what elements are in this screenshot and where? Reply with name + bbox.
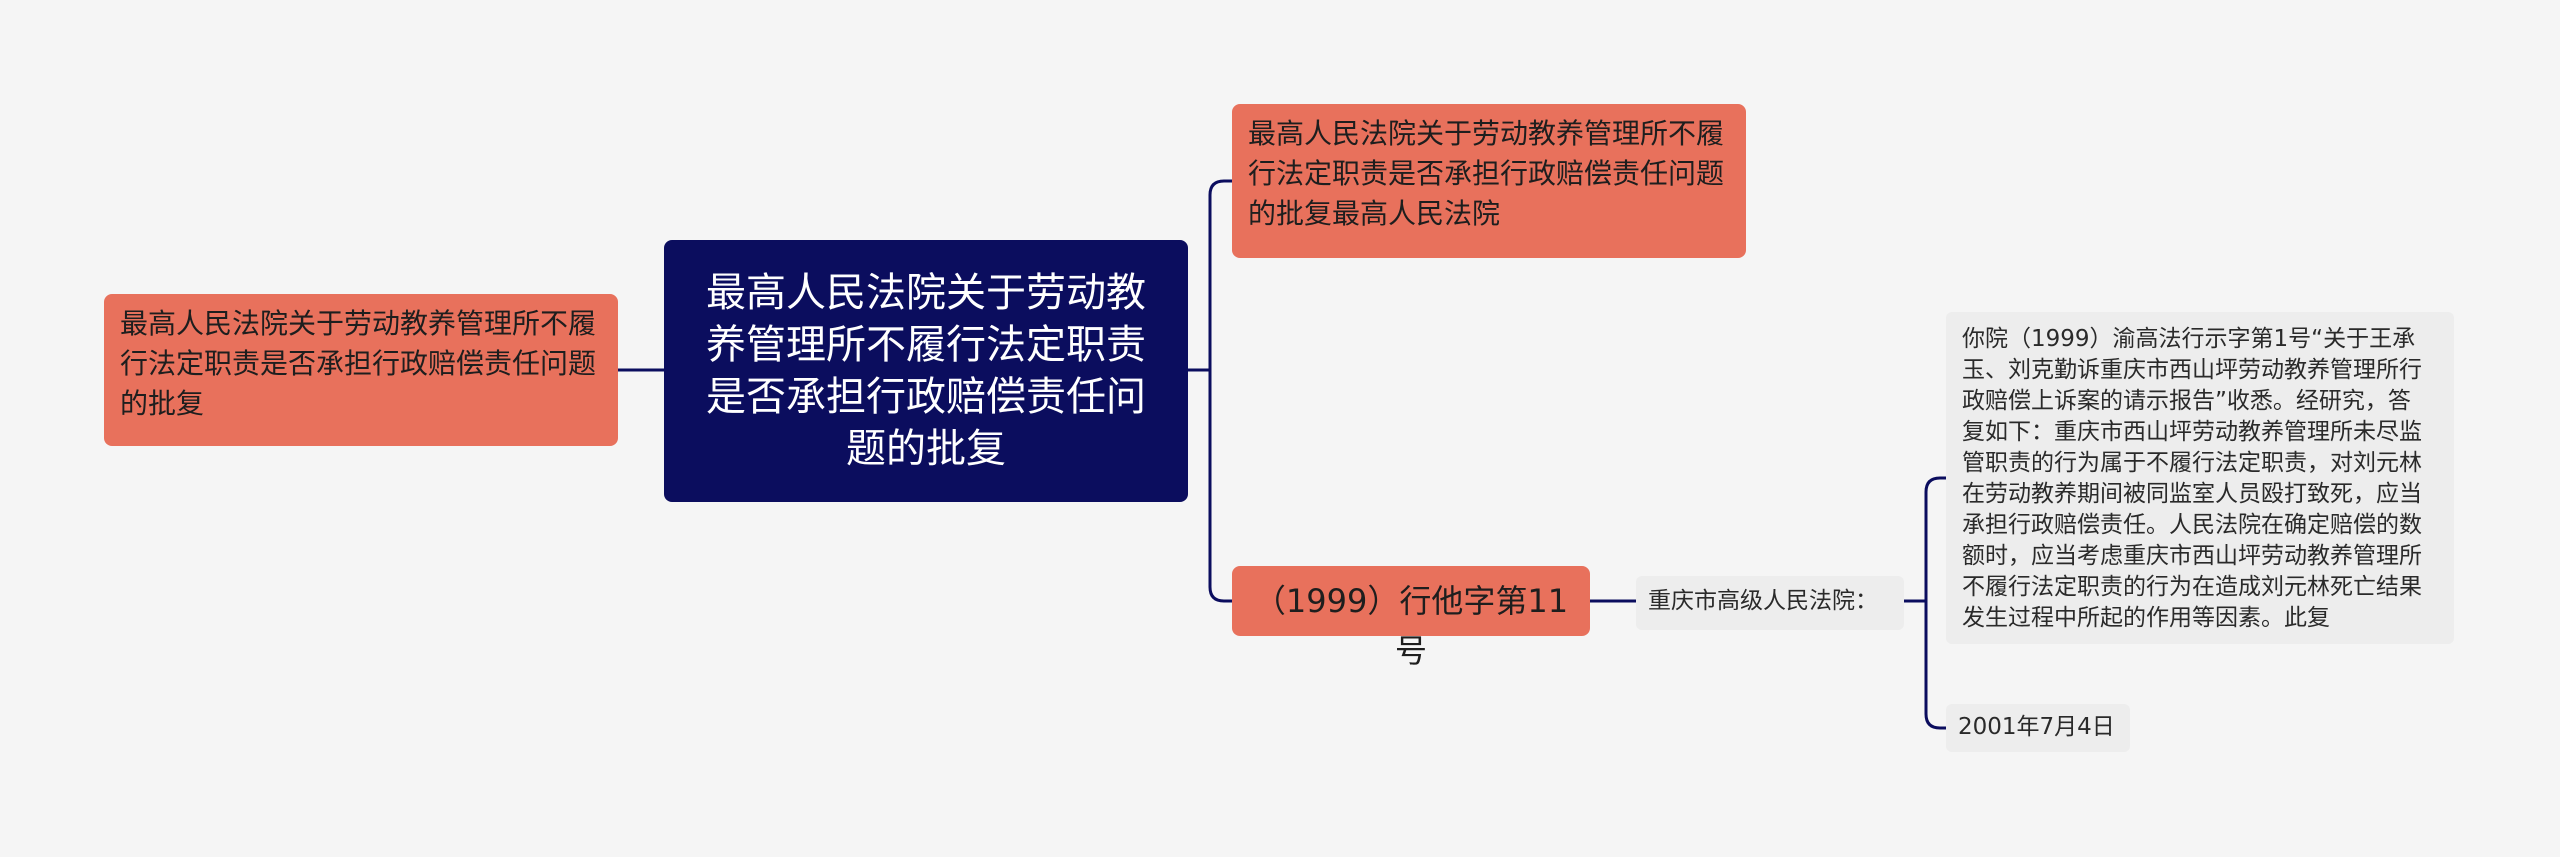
left-topic[interactable]: 最高人民法院关于劳动教养管理所不履行法定职责是否承担行政赔偿责任问题的批复	[104, 294, 618, 446]
connector-court-date	[1924, 599, 1948, 730]
subtopic-date[interactable]: 2001年7月4日	[1946, 704, 2130, 752]
root-topic[interactable]: 最高人民法院关于劳动教养管理所不履行法定职责是否承担行政赔偿责任问题的批复	[664, 240, 1188, 502]
subtopic-reply-body[interactable]: 你院（1999）渝高法行示字第1号“关于王承 玉、刘克勤诉重庆市西山坪劳动教养管…	[1946, 312, 2454, 644]
left-topic-label: 最高人民法院关于劳动教养管理所不履行法定职责是否承担行政赔偿责任问题的批复	[120, 307, 597, 420]
right-topic-court[interactable]: 最高人民法院关于劳动教养管理所不履行法定职责是否承担行政赔偿责任问题的批复最高人…	[1232, 104, 1746, 258]
right-topic-case-number-label: （1999）行他字第11号	[1253, 582, 1569, 670]
subtopic-date-label: 2001年7月4日	[1958, 714, 2115, 740]
connector-court-body	[1924, 476, 1948, 603]
subtopic-addressee[interactable]: 重庆市高级人民法院：	[1636, 576, 1904, 630]
subtopic-addressee-label: 重庆市高级人民法院：	[1648, 588, 1878, 614]
connector-trunk-top	[1208, 179, 1234, 372]
root-topic-label: 最高人民法院关于劳动教养管理所不履行法定职责是否承担行政赔偿责任问题的批复	[706, 270, 1146, 472]
right-topic-case-number[interactable]: （1999）行他字第11号	[1232, 566, 1590, 670]
connector-trunk-bottom	[1208, 368, 1234, 603]
right-topic-court-label: 最高人民法院关于劳动教养管理所不履行法定职责是否承担行政赔偿责任问题的批复最高人…	[1248, 117, 1725, 230]
